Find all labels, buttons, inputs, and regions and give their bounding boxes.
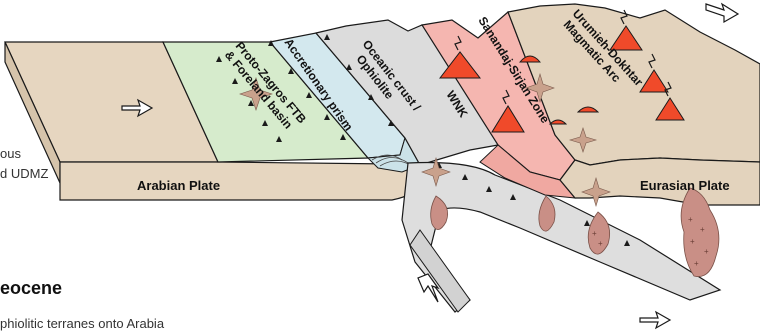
svg-text:+: + [700, 225, 705, 234]
left-text-line-2: d UDMZ [0, 166, 48, 181]
svg-text:+: + [688, 215, 693, 224]
arabian-plate-label: Arabian Plate [137, 178, 220, 193]
caption-text: phiolitic terranes onto Arabia [0, 316, 164, 331]
svg-text:+: + [592, 229, 597, 238]
arrow-outline-icon [706, 4, 738, 22]
svg-text:+: + [694, 259, 699, 268]
left-text-line-1: ous [0, 146, 21, 161]
period-heading: eocene [0, 278, 62, 299]
arabian-plate-front [60, 162, 420, 200]
arrow-outline-icon [640, 312, 670, 328]
svg-text:+: + [704, 247, 709, 256]
eurasian-plate-label: Eurasian Plate [640, 178, 730, 193]
svg-text:+: + [690, 237, 695, 246]
slab-break-piece [410, 230, 470, 312]
svg-text:+: + [598, 239, 603, 248]
